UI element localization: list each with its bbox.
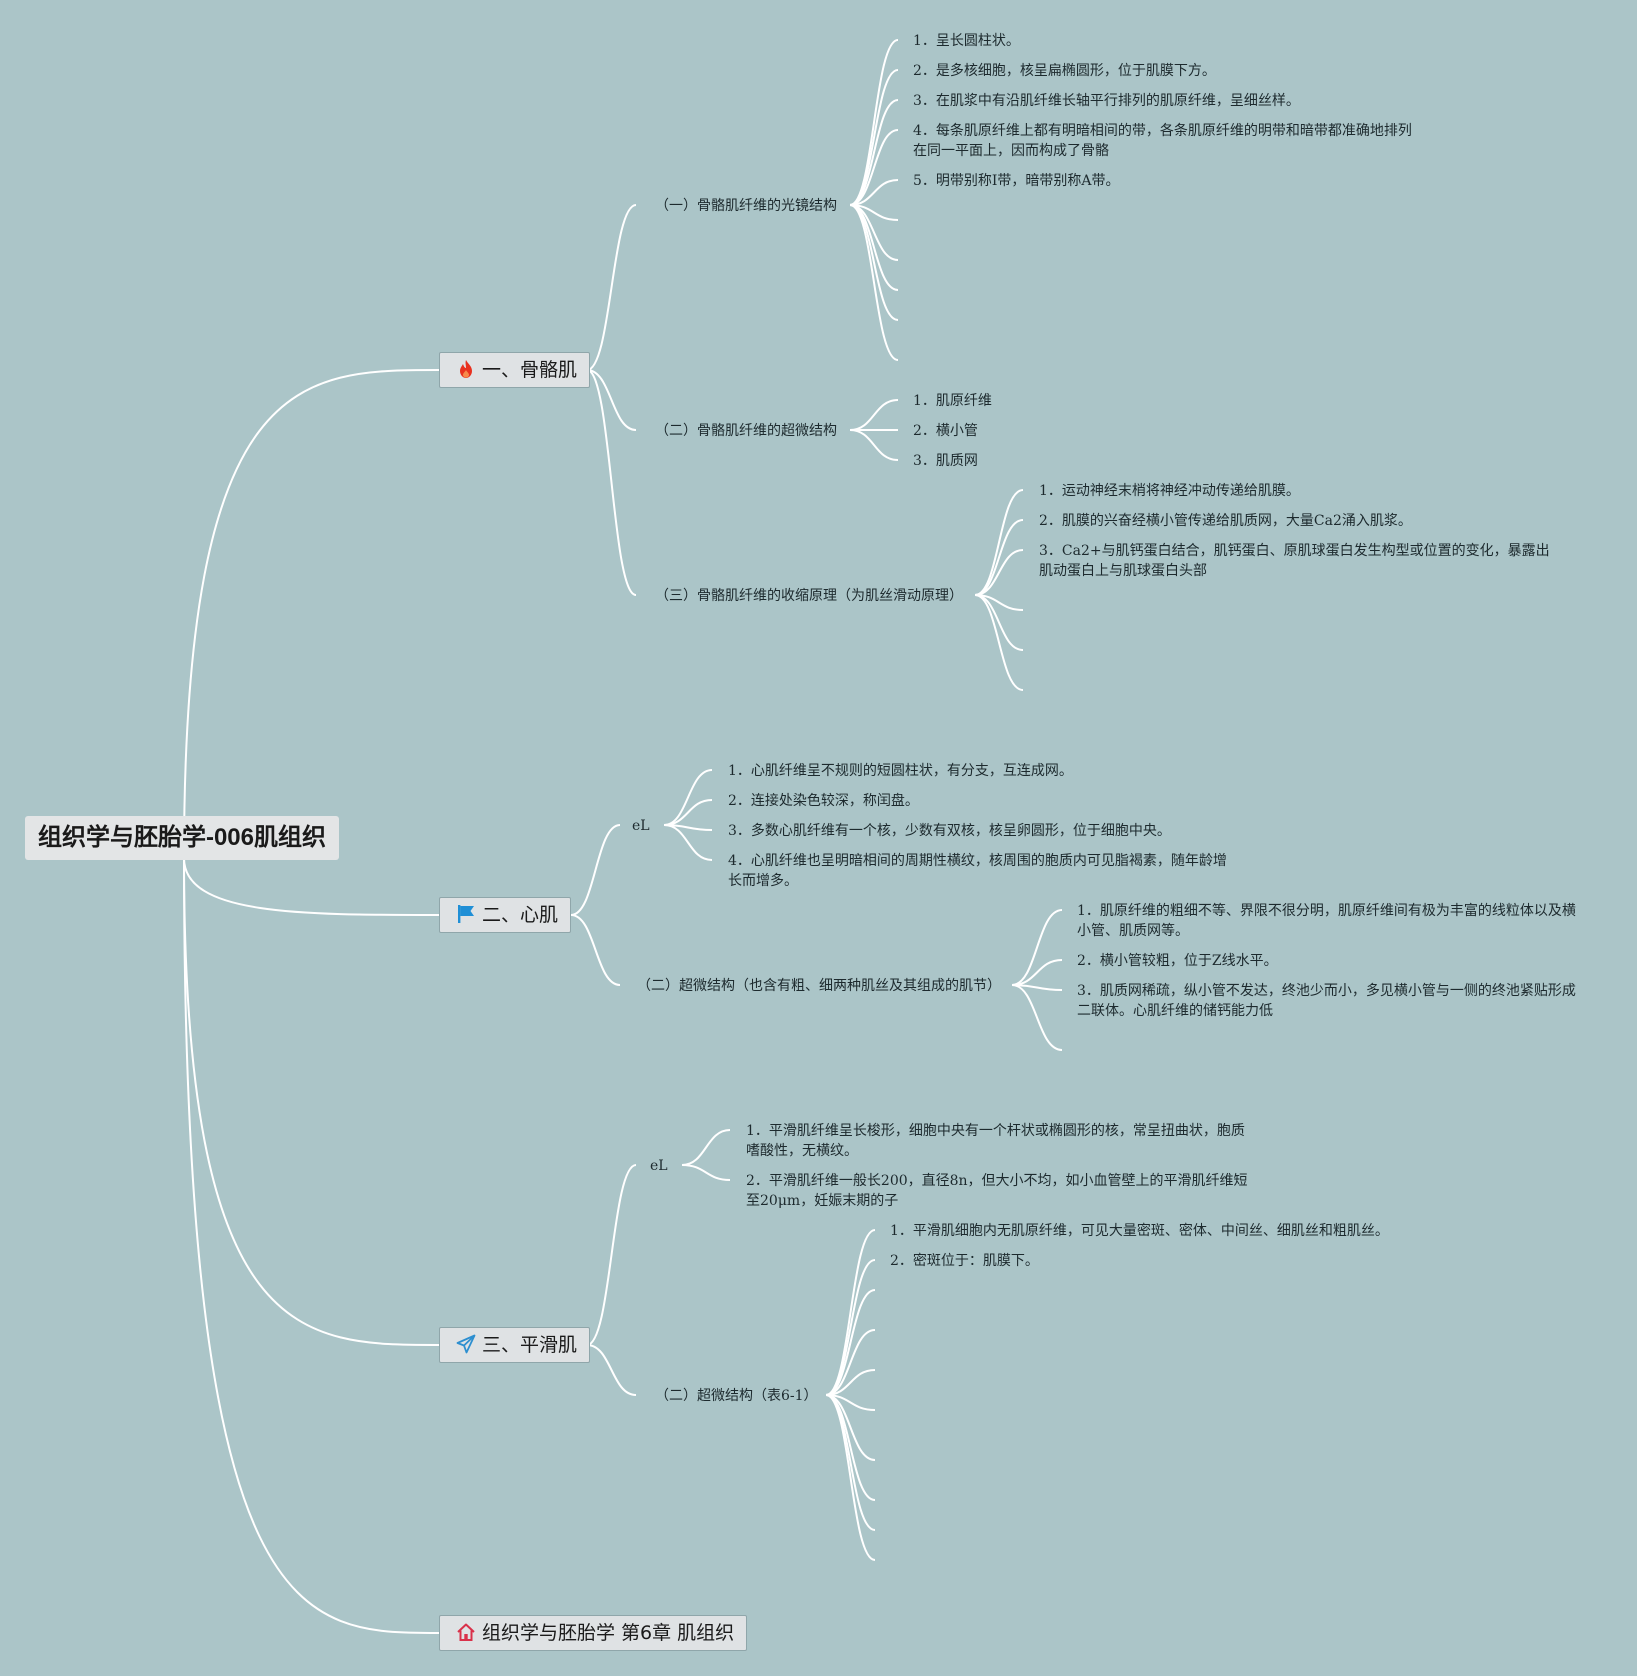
branch-chapter-link[interactable]: 组织学与胚胎学 第6章 肌组织 [439,1615,748,1651]
fire-icon [456,356,476,378]
leaf-cardiac-ultra-3[interactable]: 3．肌质网稀疏，纵小管不发达，终池少而小，多见横小管与一侧的终池紧贴形成 [1077,983,1576,999]
leaf-skeletal-light-1[interactable]: 1．呈长圆柱状。 [913,33,1020,49]
branch-skeletal-label: 一、骨骼肌 [482,359,578,381]
link-cardiac-sub-1 [570,914,621,986]
leaf-cardiac-el-2[interactable]: 2．连接处染色较深，称闰盘。 [728,793,919,809]
link-skeletal-sub-1 [586,369,637,431]
leaf-skeletal-light-3[interactable]: 3．在肌浆中有沿肌纤维长轴平行排列的肌原纤维，呈细丝样。 [913,93,1300,109]
leaf-smooth-el-2[interactable]: 2．平滑肌纤维一般长200，直径8n，但大小不均，如小血管壁上的平滑肌纤维短 [746,1173,1248,1189]
leaf-cardiac-el-4[interactable]: 4．心肌纤维也呈明暗相间的周期性横纹，核周围的胞质内可见脂褐素，随年龄增 [728,853,1227,869]
link-cardiac-el-0 [663,769,713,826]
link-skeletal-light-9 [849,204,899,361]
link-root-chapter [183,857,440,1634]
leaf-cardiac-ultra-1[interactable]: 1．肌原纤维的粗细不等、界限不很分明，肌原纤维间有极为丰富的线粒体以及横 [1077,903,1576,919]
sub-skeletal-contract[interactable]: （三）骨骼肌纤维的收缩原理（为肌丝滑动原理） [655,588,963,604]
link-cardiac-sub-0 [570,824,621,916]
link-smooth-ultra-2 [825,1289,876,1396]
branch-cardiac-label: 二、心肌 [482,904,559,926]
sub-skeletal-ultra[interactable]: （二）骨骼肌纤维的超微结构 [655,423,837,439]
leaf-skeletal-light-4-cont: 在同一平面上，因而构成了骨骼 [913,143,1109,159]
link-skeletal-contract-5 [974,594,1024,691]
leaf-skeletal-light-4[interactable]: 4．每条肌原纤维上都有明暗相间的带，各条肌原纤维的明带和暗带都准确地排列 [913,123,1412,139]
link-smooth-ultra-4 [825,1369,876,1396]
leaf-skeletal-light-5[interactable]: 5．明带别称I带，暗带别称A带。 [913,173,1120,189]
sub-skeletal-light[interactable]: （一）骨骼肌纤维的光镜结构 [655,198,837,214]
root-topic[interactable]: 组织学与胚胎学-006肌组织 [25,816,339,860]
link-skeletal-light-1 [849,69,899,206]
link-root-cardiac [183,857,440,916]
sub-cardiac-ultra[interactable]: （二）超微结构（也含有粗、细两种肌丝及其组成的肌节） [637,978,1001,994]
link-skeletal-light-4 [849,179,899,206]
link-skeletal-ultra-0 [849,399,899,431]
leaf-smooth-el-1-cont: 嗜酸性，无横纹。 [746,1143,858,1159]
link-cardiac-ultra-3 [1011,984,1063,1051]
flag-icon [456,901,476,923]
link-smooth-ultra-3 [825,1329,876,1396]
leaf-smooth-ultra-1[interactable]: 1．平滑肌细胞内无肌原纤维，可见大量密斑、密体、中间丝、细肌丝和粗肌丝。 [890,1223,1389,1239]
link-root-smooth [183,857,440,1346]
link-smooth-ultra-1 [825,1259,876,1396]
leaf-cardiac-ultra-3-cont: 二联体。心肌纤维的储钙能力低 [1077,1003,1273,1019]
branch-chapter-label: 组织学与胚胎学 第6章 肌组织 [482,1622,735,1644]
link-smooth-sub-1 [586,1344,637,1396]
leaf-smooth-el-2-cont: 至20μm，妊娠末期的子 [746,1193,899,1209]
link-skeletal-sub-2 [586,369,637,596]
link-skeletal-contract-0 [974,489,1024,596]
link-skeletal-light-8 [849,204,899,321]
leaf-skeletal-contract-2[interactable]: 2．肌膜的兴奋经横小管传递给肌质网，大量Ca2涌入肌浆。 [1039,513,1412,529]
link-smooth-ultra-9 [825,1394,876,1561]
branch-skeletal-muscle[interactable]: 一、骨骼肌 [439,352,591,388]
link-cardiac-el-3 [663,824,713,861]
link-skeletal-light-2 [849,99,899,206]
sub-smooth-el[interactable]: eL [650,1158,668,1174]
leaf-cardiac-ultra-2[interactable]: 2．横小管较粗，位于Z线水平。 [1077,953,1278,969]
sub-cardiac-el[interactable]: eL [632,818,650,834]
link-smooth-ultra-8 [825,1394,876,1531]
home-icon [456,1619,476,1641]
paper-plane-icon [456,1331,476,1354]
link-skeletal-contract-2 [974,549,1024,596]
link-smooth-el-0 [681,1129,731,1166]
leaf-cardiac-el-1[interactable]: 1．心肌纤维呈不规则的短圆柱状，有分支，互连成网。 [728,763,1073,779]
link-smooth-el-1 [681,1164,731,1181]
leaf-skeletal-ultra-1[interactable]: 1．肌原纤维 [913,393,992,409]
leaf-skeletal-contract-3[interactable]: 3．Ca2+与肌钙蛋白结合，肌钙蛋白、原肌球蛋白发生构型或位置的变化，暴露出 [1039,543,1550,559]
branch-smooth-label: 三、平滑肌 [482,1334,578,1356]
link-skeletal-ultra-2 [849,429,899,461]
link-skeletal-sub-0 [586,204,637,371]
leaf-cardiac-el-4-cont: 长而增多。 [728,873,798,889]
link-skeletal-contract-1 [974,519,1024,596]
leaf-smooth-el-1[interactable]: 1．平滑肌纤维呈长梭形，细胞中央有一个杆状或椭圆形的核，常呈扭曲状，胞质 [746,1123,1245,1139]
leaf-skeletal-contract-3-cont: 肌动蛋白上与肌球蛋白头部 [1039,563,1207,579]
leaf-cardiac-ultra-1-cont: 小管、肌质网等。 [1077,923,1189,939]
branch-cardiac-muscle[interactable]: 二、心肌 [439,897,572,933]
leaf-skeletal-ultra-3[interactable]: 3．肌质网 [913,453,978,469]
leaf-skeletal-contract-1[interactable]: 1．运动神经末梢将神经冲动传递给肌膜。 [1039,483,1300,499]
link-skeletal-light-3 [849,129,899,206]
sub-smooth-ultra[interactable]: （二）超微结构（表6-1） [655,1388,818,1404]
link-smooth-ultra-7 [825,1394,876,1501]
branch-smooth-muscle[interactable]: 三、平滑肌 [439,1327,591,1363]
leaf-cardiac-el-3[interactable]: 3．多数心肌纤维有一个核，少数有双核，核呈卵圆形，位于细胞中央。 [728,823,1171,839]
link-cardiac-ultra-0 [1011,909,1063,986]
leaf-skeletal-light-2[interactable]: 2．是多核细胞，核呈扁椭圆形，位于肌膜下方。 [913,63,1216,79]
leaf-smooth-ultra-2[interactable]: 2．密斑位于：肌膜下。 [890,1253,1039,1269]
leaf-skeletal-ultra-2[interactable]: 2．横小管 [913,423,978,439]
link-cardiac-el-1 [663,799,713,826]
link-root-skeletal [183,369,440,859]
link-smooth-sub-0 [586,1164,637,1346]
